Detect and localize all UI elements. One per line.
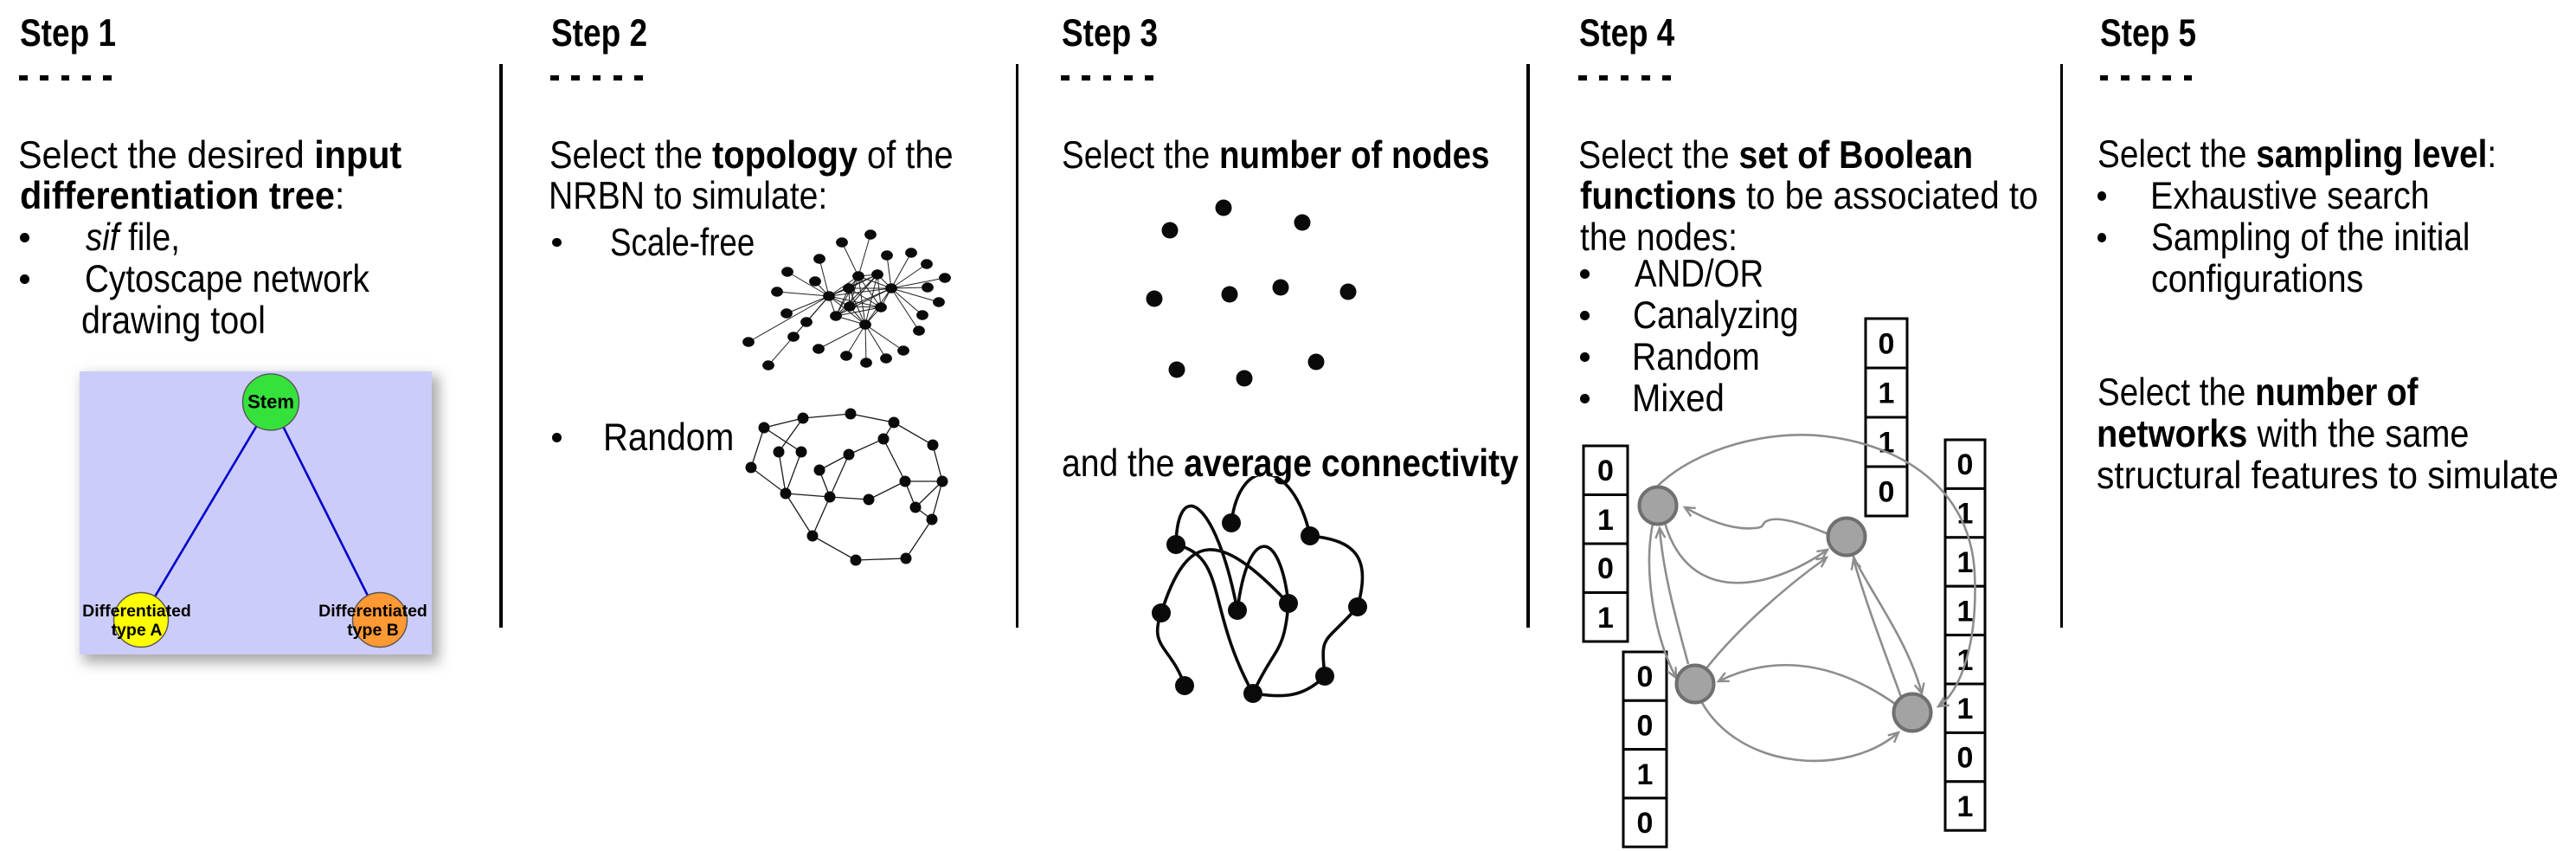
svg-text:0: 0 — [1879, 476, 1895, 509]
svg-text:1: 1 — [1957, 693, 1974, 725]
svg-text:0: 0 — [1957, 742, 1974, 775]
svg-text:0: 0 — [1637, 661, 1654, 693]
svg-text:0: 0 — [1879, 328, 1895, 361]
svg-text:1: 1 — [1637, 758, 1654, 791]
svg-text:1: 1 — [1957, 498, 1974, 531]
svg-text:1: 1 — [1879, 377, 1895, 410]
svg-text:Stem: Stem — [247, 391, 294, 413]
svg-text:Differentiated: Differentiated — [318, 602, 427, 621]
svg-text:type A: type A — [112, 621, 163, 640]
svg-text:1: 1 — [1597, 602, 1614, 635]
svg-text:1: 1 — [1597, 504, 1614, 537]
svg-text:1: 1 — [1957, 546, 1974, 579]
svg-text:0: 0 — [1637, 709, 1654, 742]
svg-text:0: 0 — [1597, 455, 1614, 487]
svg-text:Differentiated: Differentiated — [82, 602, 191, 621]
svg-text:0: 0 — [1957, 448, 1974, 481]
svg-text:1: 1 — [1957, 790, 1974, 823]
svg-text:0: 0 — [1597, 552, 1614, 585]
svg-text:0: 0 — [1637, 807, 1654, 840]
svg-text:1: 1 — [1957, 595, 1974, 628]
svg-text:type B: type B — [347, 621, 399, 640]
